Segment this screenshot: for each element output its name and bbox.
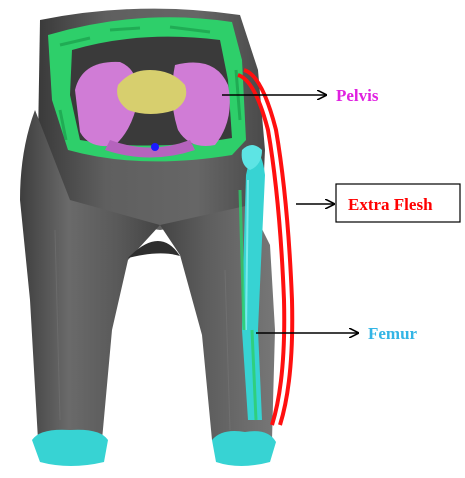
right-knee-end: [212, 431, 276, 466]
left-knee-end: [32, 430, 108, 466]
extra-flesh-label: Extra Flesh: [348, 195, 433, 214]
pelvis-marker-dot: [151, 143, 159, 151]
femur-label: Femur: [368, 324, 418, 343]
pelvis-label: Pelvis: [336, 86, 379, 105]
